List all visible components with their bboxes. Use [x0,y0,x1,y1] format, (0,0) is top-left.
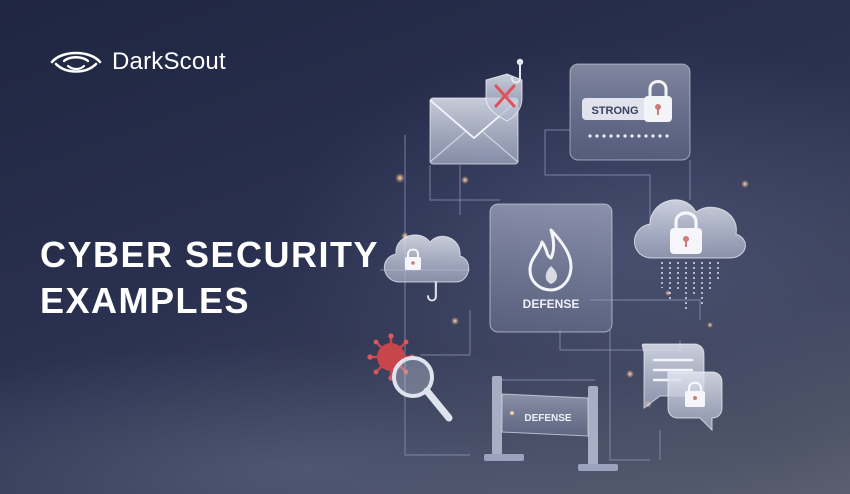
password-dots [588,134,669,138]
defense-panel: DEFENSE [489,203,613,333]
brand[interactable]: DarkScout [50,48,226,76]
phishing-hook-icon [511,58,524,84]
barrier-icon: DEFENSE [484,376,618,471]
chat-bubble-icon [641,343,723,432]
barrier-label: DEFENSE [524,413,572,424]
eye-icon [50,51,102,73]
brand-name: DarkScout [112,48,226,75]
page-title: CYBER SECURITY EXAMPLES [40,232,379,324]
cloud-lock-icon [384,234,470,302]
title-line-2: EXAMPLES [40,280,251,321]
magnifier-icon [392,356,453,422]
shield-x-icon [485,73,523,122]
data-rain [661,262,719,310]
password-strength-panel: STRONG [569,63,691,161]
cloud-lock-icon [634,199,746,310]
password-strength-label: STRONG [591,105,638,117]
padlock-icon [644,80,672,122]
flame-icon [528,228,573,292]
defense-panel-label: DEFENSE [523,297,580,311]
title-line-1: CYBER SECURITY [40,234,380,275]
